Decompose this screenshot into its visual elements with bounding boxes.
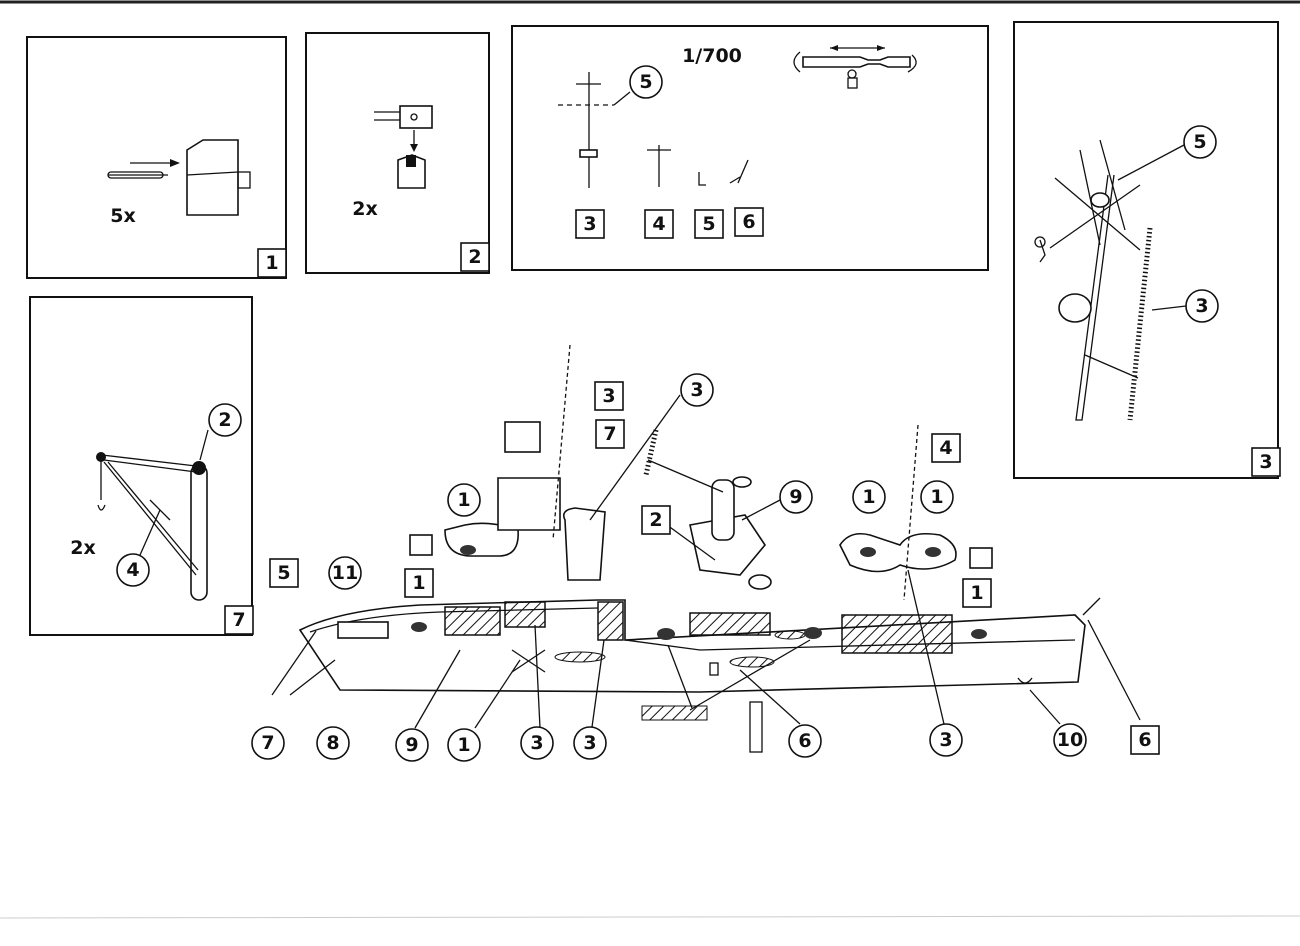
part-number: 5 bbox=[702, 213, 715, 235]
callout: 7 bbox=[261, 732, 274, 754]
callout: 3 bbox=[939, 729, 952, 751]
panel-2: 2x 2 bbox=[305, 32, 490, 274]
step-number: 2 bbox=[468, 246, 481, 268]
callout: 3 bbox=[530, 732, 543, 754]
yard-part-6-drawing bbox=[729, 159, 749, 184]
step-number: 3 bbox=[1259, 451, 1272, 473]
part-number: 3 bbox=[583, 213, 596, 235]
callout-part-3: 3 bbox=[1195, 295, 1208, 317]
callout-part-5: 5 bbox=[639, 71, 652, 93]
panel-mast-parts: 1/700 5 3 4 5 6 bbox=[511, 25, 989, 271]
callout: 3 bbox=[583, 732, 596, 754]
ship-hull-assembly bbox=[298, 597, 1141, 721]
callout: 9 bbox=[789, 486, 802, 508]
callout: 9 bbox=[405, 734, 418, 756]
bend-instruction-drawing bbox=[793, 45, 917, 89]
leader-lines bbox=[414, 394, 1061, 729]
crane-drawing bbox=[96, 452, 208, 601]
callout-part-2: 2 bbox=[218, 409, 231, 431]
callout-part-4: 4 bbox=[126, 559, 139, 581]
step-number: 1 bbox=[265, 252, 278, 274]
square-callouts: 3 7 2 4 5 1 1 6 bbox=[269, 381, 1160, 755]
quantity-label: 5x bbox=[110, 205, 135, 227]
circle-callouts: 3 1 9 1 1 11 7 8 9 1 3 3 6 3 10 bbox=[251, 373, 1087, 762]
callout: 1 bbox=[970, 582, 983, 604]
panel-1: 5x 1 bbox=[26, 36, 287, 279]
step-number: 7 bbox=[232, 609, 245, 631]
callout: 4 bbox=[939, 437, 952, 459]
quantity-label: 2x bbox=[70, 537, 95, 559]
callout: 11 bbox=[332, 562, 358, 584]
mast-part-4-drawing bbox=[647, 145, 671, 187]
panel-3: 5 3 3 bbox=[1013, 21, 1281, 479]
callout: 1 bbox=[930, 486, 943, 508]
callout: 5 bbox=[277, 562, 290, 584]
callout: 1 bbox=[412, 572, 425, 594]
quantity-label: 2x bbox=[352, 198, 377, 220]
callout: 2 bbox=[649, 509, 662, 531]
superstructure-parts bbox=[271, 344, 993, 753]
callout: 8 bbox=[326, 732, 339, 754]
gun-mount-drawing bbox=[374, 105, 433, 189]
callout: 1 bbox=[457, 489, 470, 511]
part-number: 4 bbox=[652, 213, 665, 235]
mast-assembly-drawing bbox=[1034, 139, 1187, 421]
callout: 7 bbox=[603, 423, 616, 445]
callout: 1 bbox=[862, 486, 875, 508]
mast-part-3-drawing bbox=[558, 72, 631, 188]
callout-part-5: 5 bbox=[1193, 131, 1206, 153]
yard-part-5-drawing bbox=[698, 172, 706, 186]
callout: 3 bbox=[602, 385, 615, 407]
barrel-part-drawing bbox=[107, 139, 251, 216]
scale-label: 1/700 bbox=[682, 45, 742, 67]
callout: 10 bbox=[1057, 729, 1083, 751]
callout: 6 bbox=[798, 730, 811, 752]
callout: 6 bbox=[1138, 729, 1151, 751]
callout: 1 bbox=[457, 734, 470, 756]
part-number: 6 bbox=[742, 211, 755, 233]
callout: 3 bbox=[690, 379, 703, 401]
panel-7: 2 4 2x 7 bbox=[29, 296, 254, 636]
